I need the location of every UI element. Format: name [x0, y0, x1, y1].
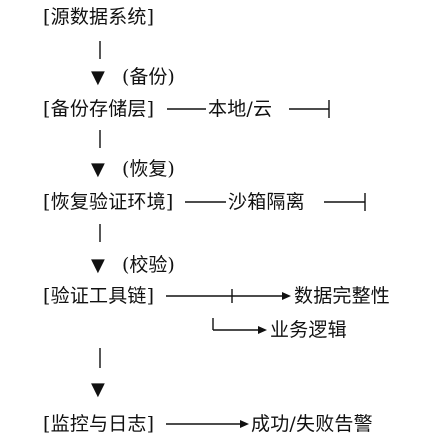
node-monitoring: [监控与日志]: [43, 413, 155, 435]
step-label-validate: (校验): [122, 254, 175, 276]
arrowhead-logic: [258, 326, 267, 334]
node-source: [源数据系统]: [43, 6, 155, 28]
node-restore-target: 沙箱隔离: [228, 191, 305, 213]
down-arrow-icon: ▼: [91, 379, 105, 400]
node-restore-env: [恢复验证环境]: [43, 191, 174, 213]
arrowhead-integrity: [282, 292, 291, 300]
step-label-restore: (恢复): [122, 158, 175, 180]
node-check-logic: 业务逻辑: [270, 319, 347, 341]
node-check-integrity: 数据完整性: [294, 285, 391, 307]
arrowhead-alert: [240, 420, 249, 428]
node-backup-target: 本地/云: [208, 98, 273, 120]
down-arrow-icon: ▼: [91, 159, 105, 180]
step-label-backup: (备份): [122, 66, 175, 88]
down-arrow-icon: ▼: [91, 67, 105, 88]
node-alert-outcome: 成功/失败告警: [251, 413, 373, 435]
down-arrow-icon: ▼: [91, 255, 105, 276]
node-backup-layer: [备份存储层]: [43, 98, 155, 120]
node-validation-toolchain: [验证工具链]: [43, 285, 155, 307]
